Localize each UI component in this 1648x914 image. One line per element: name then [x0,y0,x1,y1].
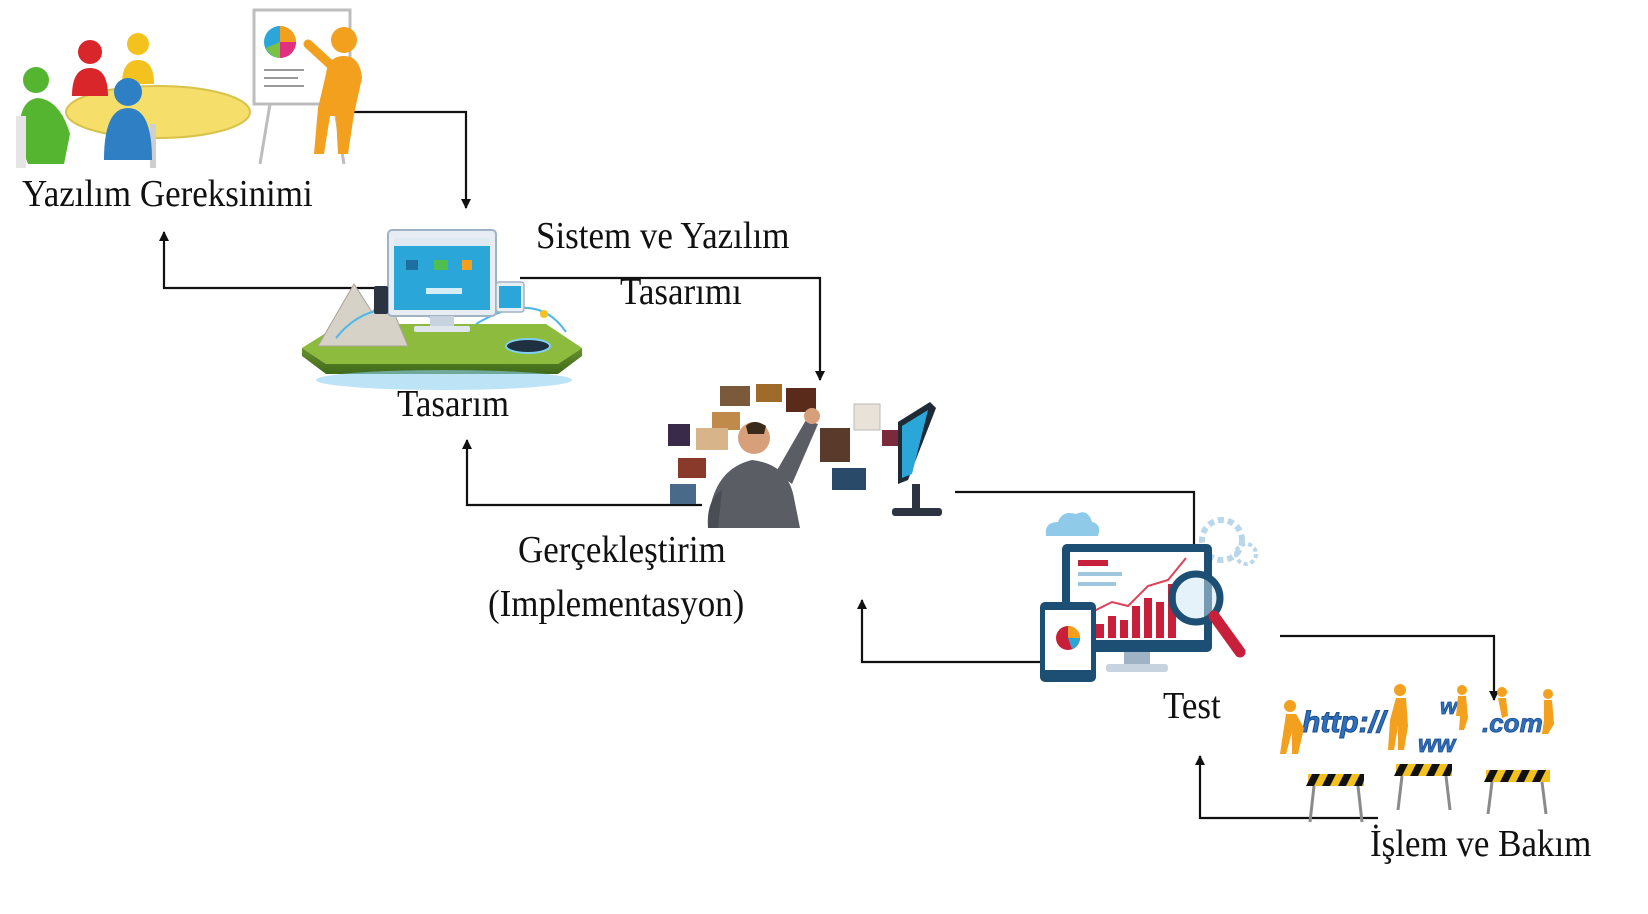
http-www-com-hurdles-icon: http:// w ww .com [1280,684,1554,823]
arrow-design-back-to-requirements [159,231,404,290]
arrow-maintenance-back-to-test [1195,755,1378,820]
svg-text:http://: http:// [1302,706,1388,739]
svg-text:.com: .com [1482,708,1543,738]
requirements-label: Yazılım Gereksinimi [22,173,313,215]
arrow-implementation-back-to-design [462,439,702,507]
arrow-requirements-to-design [333,110,471,209]
monitor-landscape-icon [302,229,582,390]
design-title-line2: Tasarımı [620,271,742,313]
meeting-presentation-icon [16,8,362,168]
implementation-label-line2: (Implementasyon) [488,583,745,625]
arrow-test-back-to-implementation [857,599,1096,664]
svg-text:ww: ww [1418,731,1457,758]
arrow-test-to-maintenance [1280,634,1499,701]
implementation-label-line1: Gerçekleştirim [518,529,726,571]
businessman-screens-icon [668,384,942,528]
design-title-line1: Sistem ve Yazılım [536,215,790,257]
arrow-implementation-to-test [955,490,1199,557]
design-label: Tasarım [397,383,510,425]
arrow-design-to-implementation [520,276,825,381]
svg-text:w: w [1440,694,1459,719]
maintenance-label: İşlem ve Bakım [1370,823,1592,865]
analytics-magnifier-icon [1040,512,1258,682]
test-label: Test [1163,685,1221,727]
